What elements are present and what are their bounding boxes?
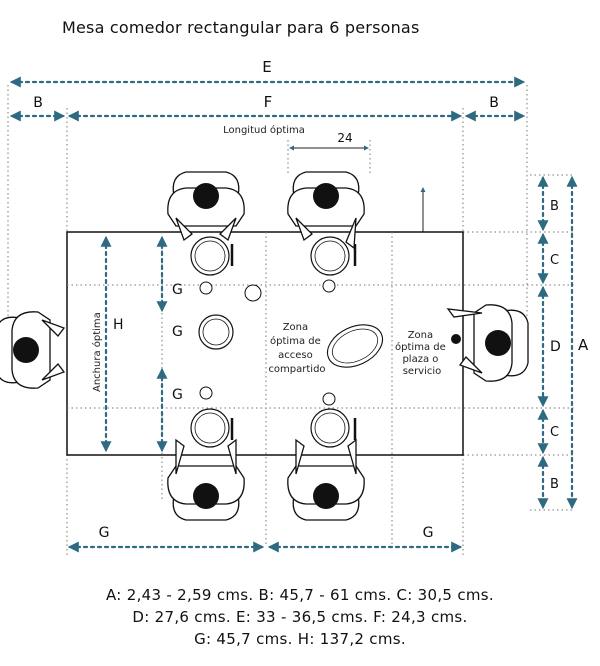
person-bottom-right xyxy=(287,438,365,521)
label-24: 24 xyxy=(337,131,352,145)
person-top-left xyxy=(167,171,245,242)
label-B: B xyxy=(550,199,559,214)
zone-shared-label: Zona óptima de acceso compartido xyxy=(268,322,325,375)
label-E: E xyxy=(262,58,271,76)
label-B: B xyxy=(489,95,499,111)
label-C: C xyxy=(550,253,559,268)
dimension-F: F xyxy=(67,93,463,122)
label-B: B xyxy=(550,477,559,492)
label-G: G xyxy=(172,282,183,298)
dimension-E: E xyxy=(9,58,526,88)
page-title: Mesa comedor rectangular para 6 personas xyxy=(62,18,420,37)
legend-line: G: 45,7 cms. H: 137,2 cms. xyxy=(194,630,406,648)
label-C: C xyxy=(550,425,559,440)
dimension-B-right-top: B xyxy=(537,175,559,232)
label-anchura-optima: Anchura óptima xyxy=(91,312,103,392)
label-G: G xyxy=(99,525,110,541)
label-G: G xyxy=(172,324,183,340)
person-bottom-left xyxy=(167,438,245,521)
dimension-G-inner: G G G xyxy=(156,235,183,453)
dimension-A: A xyxy=(566,175,589,510)
table xyxy=(66,231,464,456)
zone-service-label: Zona óptima de plaza o servicio xyxy=(395,330,449,377)
legend-line: A: 2,43 - 2,59 cms. B: 45,7 - 61 cms. C:… xyxy=(106,586,494,604)
person-right xyxy=(446,304,529,382)
dimension-G-bottom-left: G xyxy=(67,525,265,553)
label-G: G xyxy=(423,525,434,541)
dining-table-diagram: E B F B Longitud óptima 24 22 G G A B C xyxy=(0,58,589,555)
label-G: G xyxy=(172,387,183,403)
dimension-D: D xyxy=(537,285,561,408)
person-left xyxy=(0,311,66,389)
label-B: B xyxy=(33,95,43,111)
label-D: D xyxy=(550,339,561,355)
label-H: H xyxy=(113,317,124,333)
dimension-B-left: B xyxy=(9,95,66,122)
dimensions-legend: A: 2,43 - 2,59 cms. B: 45,7 - 61 cms. C:… xyxy=(0,584,600,650)
label-longitud-optima: Longitud óptima xyxy=(223,124,305,136)
dimension-B-right: B xyxy=(464,95,526,122)
dimension-C-top: C xyxy=(537,232,559,285)
dimension-G-bottom-right: G xyxy=(267,525,463,553)
dimension-B-right-bottom: B xyxy=(537,455,559,510)
label-F: F xyxy=(264,93,273,111)
place-settings xyxy=(190,236,384,448)
dimension-24: 24 xyxy=(289,131,369,151)
dimension-C-bottom: C xyxy=(537,408,559,455)
legend-line: D: 27,6 cms. E: 33 - 36,5 cms. F: 24,3 c… xyxy=(132,608,468,626)
person-top-right xyxy=(287,171,365,250)
label-A: A xyxy=(578,336,589,354)
dimension-H: H Anchura óptima xyxy=(91,235,124,453)
